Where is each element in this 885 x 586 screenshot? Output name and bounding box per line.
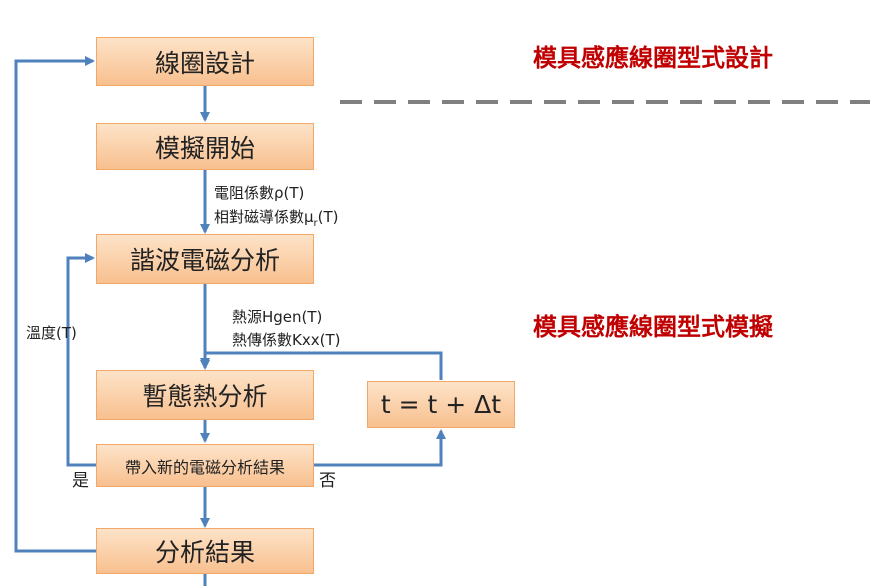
label-heat-source: 熱源Hgen(T) [232,308,323,326]
label-heat-conductivity: 熱傳係數Kxx(T) [232,331,341,349]
loop-results-to-design [14,56,96,553]
label-yes: 是 [72,471,89,491]
box-time-step: t = t + Δt [367,381,515,428]
box-simulation-start: 模擬開始 [96,123,314,170]
heading-design: 模具感應線圈型式設計 [533,44,773,72]
label-resistivity: 電阻係數ρ(T) [214,184,305,202]
box-coil-design: 線圈設計 [96,37,314,86]
label-temperature: 溫度(T) [26,324,77,342]
box-analysis-results: 分析結果 [96,528,314,574]
box-harmonic-em-analysis: 諧波電磁分析 [96,234,314,284]
loop-yes-to-harmonic [66,253,96,467]
heading-simulation: 模具感應線圈型式模擬 [533,313,773,341]
arrow-no-to-timestep [314,429,446,467]
loop-timestep-to-thermal [200,351,443,380]
label-no: 否 [319,471,336,491]
box-transient-thermal-analysis: 暫態熱分析 [96,370,314,420]
box-bring-new-em-results: 帶入新的電磁分析結果 [96,444,314,487]
permeability-subscript: r [313,218,318,229]
label-permeability: 相對磁導係數μr(T) [214,208,339,229]
